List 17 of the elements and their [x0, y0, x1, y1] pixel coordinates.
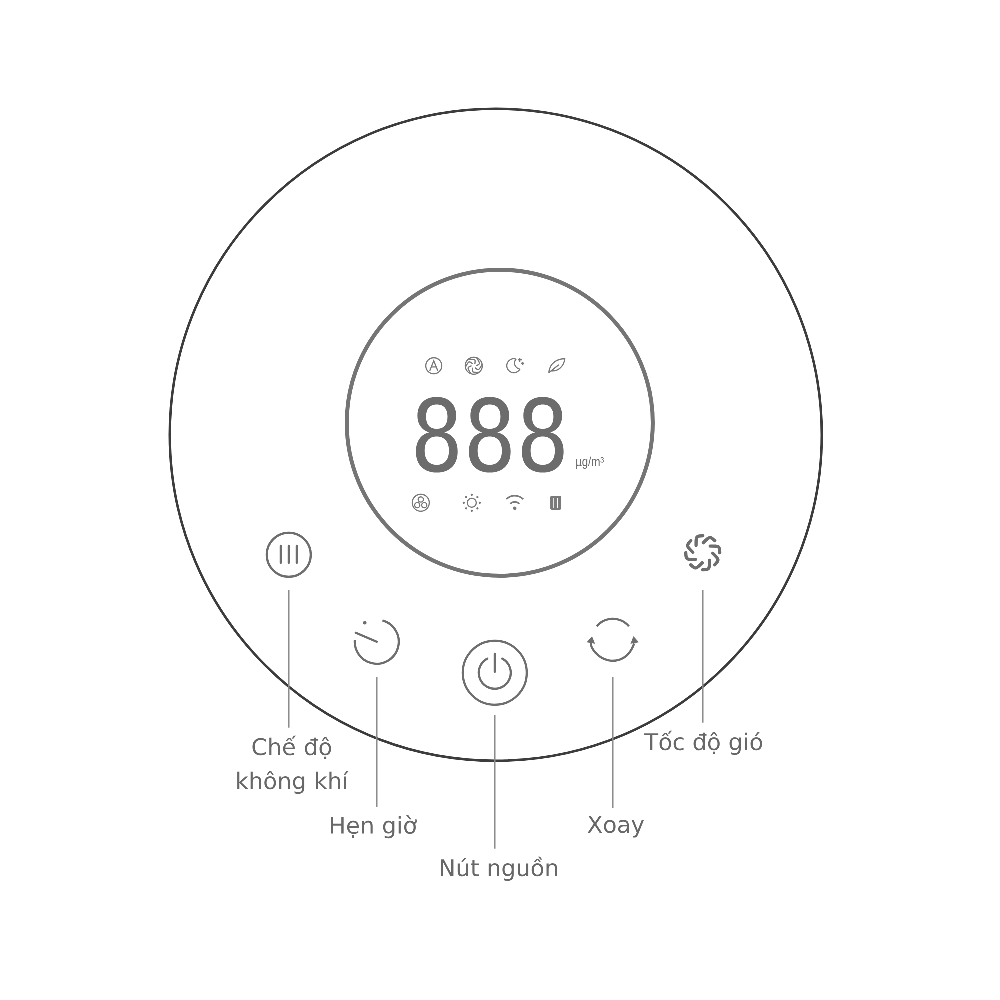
button-label: Hẹn giờ	[331, 815, 417, 839]
panel-circle	[168, 108, 824, 762]
button-label: Nút nguồn	[441, 856, 558, 882]
leader-line	[612, 677, 614, 808]
leader-line	[288, 590, 290, 728]
leader-line	[702, 590, 704, 723]
power-button	[462, 640, 528, 706]
button-label: Tốc độ gió	[644, 730, 762, 756]
swirl-icon	[684, 534, 722, 572]
button-label: Xoay	[588, 816, 644, 838]
button-label: Chế độ không khí	[238, 736, 350, 794]
leader-line	[376, 677, 378, 808]
leader-line	[494, 715, 496, 849]
bars-button	[266, 532, 312, 578]
unit-label: µg/m³	[576, 456, 604, 470]
timer-icon	[354, 620, 400, 666]
segment-digits: 888	[416, 397, 564, 473]
